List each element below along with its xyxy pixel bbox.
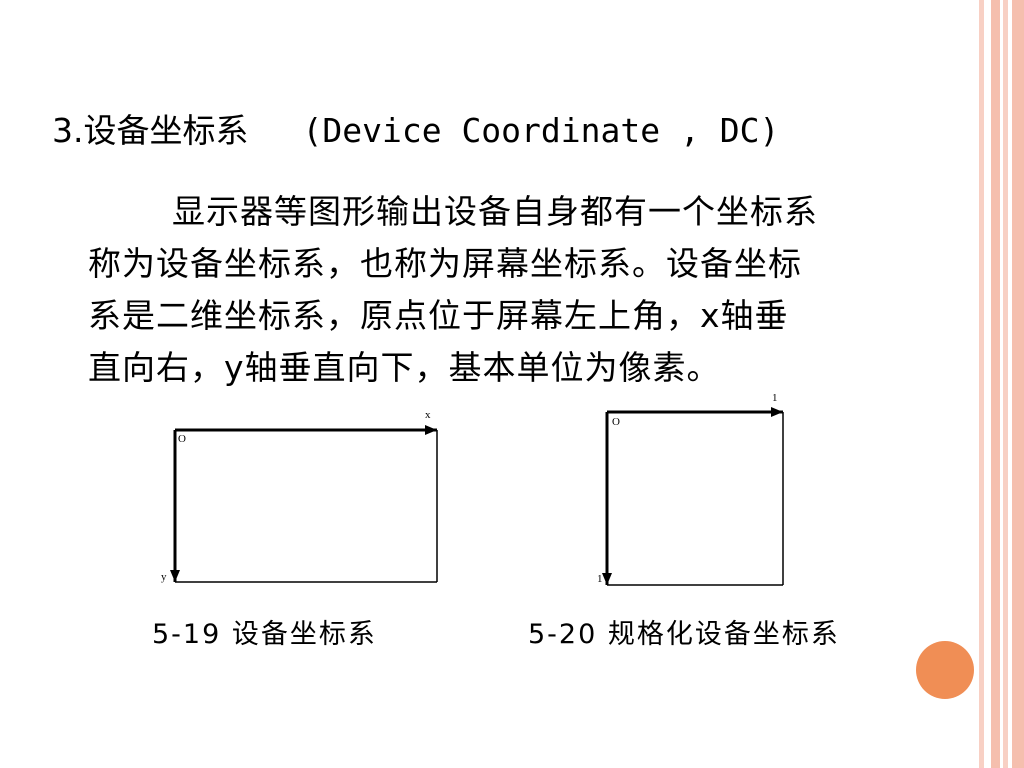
decorative-stripe — [979, 0, 984, 768]
paragraph-line: 显示器等图形输出设备自身都有一个坐标系 — [172, 192, 818, 231]
y-axis-end-label: 1 — [597, 573, 603, 585]
figure-caption: 5-20 规格化设备坐标系 — [528, 619, 840, 650]
y-axis-label: y — [161, 571, 167, 583]
x-axis-arrowhead — [425, 425, 437, 435]
device-coordinate-figure: O x y — [161, 409, 438, 583]
decorative-stripe — [1003, 0, 1008, 768]
decorative-stripe — [1012, 0, 1024, 768]
decorative-stripe — [991, 0, 1000, 768]
y-axis-arrowhead — [602, 573, 612, 585]
body-paragraph: 显示器等图形输出设备自身都有一个坐标系 称为设备坐标系，也称为屏幕坐标系。设备坐… — [88, 186, 948, 394]
title-english: (Device Coordinate , DC) — [302, 111, 780, 150]
origin-label: O — [612, 416, 620, 428]
x-axis-arrowhead — [771, 407, 783, 417]
decorative-circle — [916, 641, 974, 699]
x-axis-label: x — [425, 409, 431, 421]
slide-title: 3.设备坐标系 (Device Coordinate , DC) — [52, 104, 779, 152]
title-number: 3. — [52, 111, 84, 150]
y-axis-arrowhead — [170, 570, 180, 582]
figure-caption: 5-19 设备坐标系 — [152, 619, 377, 650]
origin-label: O — [178, 433, 186, 445]
paragraph-line: 直向右，y轴垂直向下，基本单位为像素。 — [88, 348, 721, 387]
paragraph-line: 称为设备坐标系，也称为屏幕坐标系。设备坐标 — [88, 244, 802, 283]
paragraph-line: 系是二维坐标系，原点位于屏幕左上角，x轴垂 — [88, 296, 789, 335]
normalized-coordinate-figure: O 1 1 — [597, 392, 784, 586]
title-chinese: 设备坐标系 — [83, 111, 249, 150]
